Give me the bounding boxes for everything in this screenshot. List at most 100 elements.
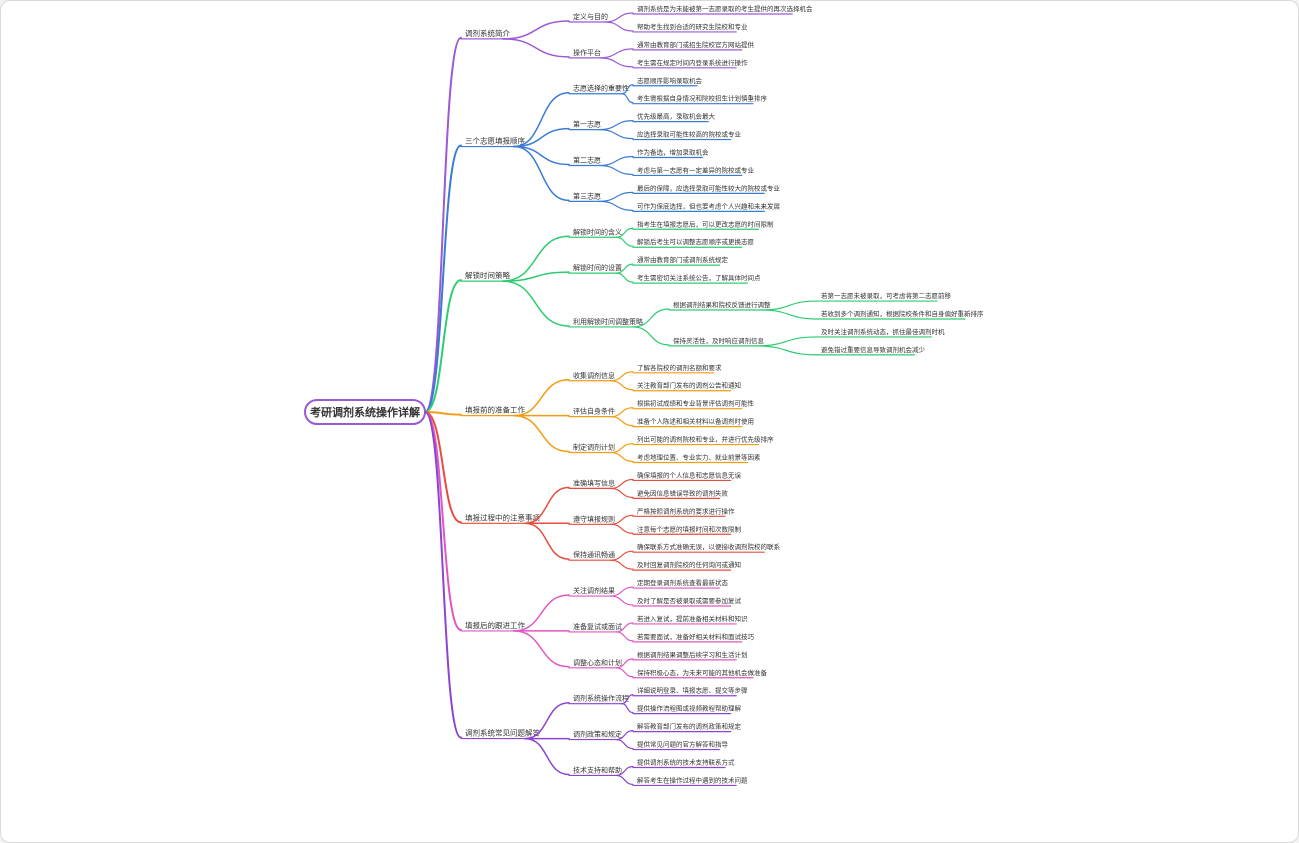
detail-label-1-0-1[interactable]: 考生需根据自身情况和院校招生计划慎重排序: [637, 94, 768, 103]
branch-connector-6: [424, 411, 462, 739]
detail-label-3-1-1[interactable]: 准备个人陈述和相关材料以备调剂时使用: [637, 417, 754, 426]
subdetail-connector-2-2-1-1: [754, 345, 818, 356]
topic-label-1-1[interactable]: 第一志愿: [573, 120, 601, 129]
detail-label-3-1-0[interactable]: 根据初试成绩和专业背景评估调剂可能性: [637, 399, 755, 408]
topic-label-3-1[interactable]: 评估自身条件: [573, 407, 615, 416]
root-node-label[interactable]: 考研调剂系统操作详解: [310, 405, 420, 419]
branch-label-5[interactable]: 填报后的跟进工作: [465, 620, 525, 630]
subdetail-label-2-2-0-0[interactable]: 若第一志愿未被录取，可考虑将第二志愿前移: [821, 291, 952, 300]
subdetail-label-2-2-1-1[interactable]: 避免错过重要信息导致调剂机会减少: [821, 345, 926, 354]
detail-connector-4-2-1: [610, 559, 634, 570]
detail-label-1-1-1[interactable]: 应选择录取可能性较高的院校或专业: [637, 130, 742, 139]
detail-label-2-1-0[interactable]: 通常由教育部门或调剂系统规定: [637, 255, 729, 264]
detail-label-5-1-1[interactable]: 若需要面试，准备好相关材料和面试技巧: [637, 632, 755, 641]
detail-label-2-0-0[interactable]: 指考生在填报志愿后，可以更改志愿的时间限制: [637, 219, 774, 228]
branch-connector-4: [424, 411, 462, 524]
detail-label-4-1-1[interactable]: 注意每个志愿的填报时间和次数限制: [637, 524, 742, 533]
detail-label-1-3-1[interactable]: 可作为保底选择，但也要考虑个人兴趣和未来发展: [637, 201, 781, 210]
detail-label-6-0-1[interactable]: 提供操作流程图或视频教程帮助理解: [637, 704, 742, 713]
detail-label-5-1-0[interactable]: 若进入复试，提前准备相关材料和知识: [637, 614, 748, 623]
topic-label-1-2[interactable]: 第二志愿: [573, 155, 601, 164]
branch-label-0[interactable]: 调剂系统简介: [465, 28, 510, 38]
detail-label-1-2-0[interactable]: 作为备选，增加录取机会: [637, 148, 709, 157]
detail-label-2-2-0[interactable]: 根据调剂结果和院校反馈进行调整: [673, 300, 771, 309]
detail-label-4-2-1[interactable]: 及时回复调剂院校的任何询问或通知: [637, 560, 741, 569]
detail-label-1-3-0[interactable]: 最后的保障，应选择录取可能性较大的院校或专业: [637, 183, 781, 192]
detail-label-4-2-0[interactable]: 确保联系方式准确无误，以便接收调剂院校的联系: [637, 542, 781, 551]
topic-label-1-0[interactable]: 志愿选择的重要性: [573, 84, 629, 93]
detail-label-0-0-1[interactable]: 帮助考生找到合适的研究生院校和专业: [637, 22, 748, 31]
topic-label-4-1[interactable]: 遵守填报规则: [573, 514, 615, 523]
detail-connector-0-0-0: [604, 12, 634, 23]
topic-label-3-2[interactable]: 制定调剂计划: [573, 443, 615, 452]
branch-connector-2: [424, 279, 462, 413]
topic-label-0-0[interactable]: 定义与目的: [573, 12, 608, 21]
detail-connector-3-2-1: [610, 451, 634, 463]
detail-label-0-0-0[interactable]: 调剂系统是为未能被第一志愿录取的考生提供的再次选择机会: [637, 4, 813, 13]
detail-label-2-2-1[interactable]: 保持灵活性，及时响应调剂信息: [673, 336, 765, 345]
topic-label-6-0[interactable]: 调剂系统操作流程: [573, 694, 629, 703]
detail-label-1-2-1[interactable]: 考虑与第一志愿有一定差异的院校或专业: [637, 165, 755, 174]
detail-connector-1-1-0: [598, 120, 634, 131]
detail-connector-1-1-1: [598, 129, 634, 140]
branch-label-2[interactable]: 解锁时间策略: [465, 270, 510, 280]
subdetail-connector-2-2-0-1: [760, 309, 818, 320]
detail-label-3-0-1[interactable]: 关注教育部门发布的调剂公告和通知: [637, 381, 741, 390]
detail-label-5-0-0[interactable]: 定期登录调剂系统查看最新状态: [637, 578, 729, 587]
detail-label-3-2-1[interactable]: 考虑地理位置、专业实力、就业前景等因素: [637, 453, 761, 462]
topic-connector-3-2: [513, 414, 570, 453]
topic-label-2-2[interactable]: 利用解锁时间调整策略: [573, 317, 643, 326]
detail-label-6-2-0[interactable]: 提供调剂系统的技术支持联系方式: [637, 757, 735, 766]
detail-label-5-2-0[interactable]: 根据调剂结果调整后续学习和生活计划: [637, 650, 748, 659]
detail-label-4-0-0[interactable]: 确保填报的个人信息和志愿信息无误: [637, 470, 742, 479]
detail-label-3-2-0[interactable]: 列出可能的调剂院校和专业，并进行优先级排序: [637, 435, 774, 444]
detail-label-1-1-0[interactable]: 优先级最高，录取机会最大: [637, 112, 716, 121]
branch-label-6[interactable]: 调剂系统常见问题解答: [465, 728, 540, 738]
topic-label-6-1[interactable]: 调剂政策和规定: [573, 730, 622, 739]
subdetail-label-2-2-1-0[interactable]: 及时关注调剂系统动态，抓住最佳调剂时机: [821, 327, 945, 336]
detail-label-0-1-1[interactable]: 考生需在规定时间内登录系统进行操作: [637, 58, 748, 67]
branch-connector-5: [424, 411, 462, 631]
branch-label-1[interactable]: 三个志愿填报顺序: [465, 136, 525, 146]
branch-label-3[interactable]: 填报前的准备工作: [465, 405, 525, 415]
topic-label-5-2[interactable]: 调整心态和计划: [573, 658, 622, 667]
topic-label-3-0[interactable]: 收集调剂信息: [573, 371, 615, 380]
detail-label-2-1-1[interactable]: 考生需密切关注系统公告，了解具体时间点: [637, 273, 761, 282]
topic-label-4-2[interactable]: 保持通讯畅通: [573, 550, 615, 559]
detail-label-3-0-0[interactable]: 了解各院校的调剂名额和要求: [637, 363, 722, 372]
detail-connector-0-1-1: [598, 57, 634, 68]
detail-label-4-0-1[interactable]: 避免因信息错误导致的调剂失败: [637, 488, 729, 497]
topic-label-4-0[interactable]: 准确填写信息: [573, 478, 615, 487]
subdetail-label-2-2-0-1[interactable]: 若收到多个调剂通知，根据院校条件和自身偏好重新排序: [821, 309, 984, 318]
detail-connector-5-2-1: [615, 667, 634, 678]
detail-label-4-1-0[interactable]: 严格按照调剂系统的要求进行操作: [637, 506, 735, 515]
detail-connector-1-3-1: [598, 200, 634, 211]
branch-label-4[interactable]: 填报过程中的注意事项: [465, 512, 540, 522]
detail-label-6-1-0[interactable]: 解答教育部门发布的调剂政策和规定: [637, 722, 742, 731]
detail-label-6-1-1[interactable]: 提供常见问题的官方解答和指导: [637, 740, 729, 749]
topic-connector-4-0: [524, 486, 570, 525]
detail-label-6-0-0[interactable]: 详细说明登录、填报志愿、提交等步骤: [637, 686, 748, 695]
topic-connector-1-2: [513, 145, 570, 166]
topic-label-6-2[interactable]: 技术支持和帮助: [573, 765, 622, 774]
detail-label-2-0-1[interactable]: 解锁后考生可以调整志愿顺序或更换志愿: [637, 237, 755, 246]
detail-connector-1-0-1: [621, 93, 634, 104]
detail-label-0-1-0[interactable]: 通常由教育部门或招生院校官方网站提供: [637, 40, 755, 49]
topic-connector-2-0: [501, 235, 570, 282]
detail-label-1-0-0[interactable]: 志愿顺序影响录取机会: [637, 76, 703, 85]
topic-connector-0-1: [501, 38, 570, 58]
topic-label-1-3[interactable]: 第三志愿: [573, 191, 601, 200]
topic-label-0-1[interactable]: 操作平台: [573, 48, 601, 57]
detail-connector-1-2-0: [598, 155, 634, 167]
detail-label-5-0-1[interactable]: 及时了解是否被录取或需要参加复试: [637, 596, 742, 605]
detail-label-6-2-1[interactable]: 解答考生在操作过程中遇到的技术问题: [637, 775, 748, 784]
detail-connector-6-1-1: [615, 738, 634, 750]
topic-label-2-1[interactable]: 解锁时间的设置: [573, 263, 622, 272]
topic-label-2-0[interactable]: 解锁时间的含义: [573, 227, 622, 236]
detail-label-5-2-1[interactable]: 保持积极心态，为未来可能的其他机会做准备: [637, 668, 768, 677]
detail-connector-2-2-1: [632, 326, 670, 346]
topic-connector-2-1: [501, 271, 570, 282]
topic-label-5-1[interactable]: 准备复试或面试: [573, 622, 622, 631]
topic-label-5-0[interactable]: 关注调剂结果: [573, 586, 615, 595]
